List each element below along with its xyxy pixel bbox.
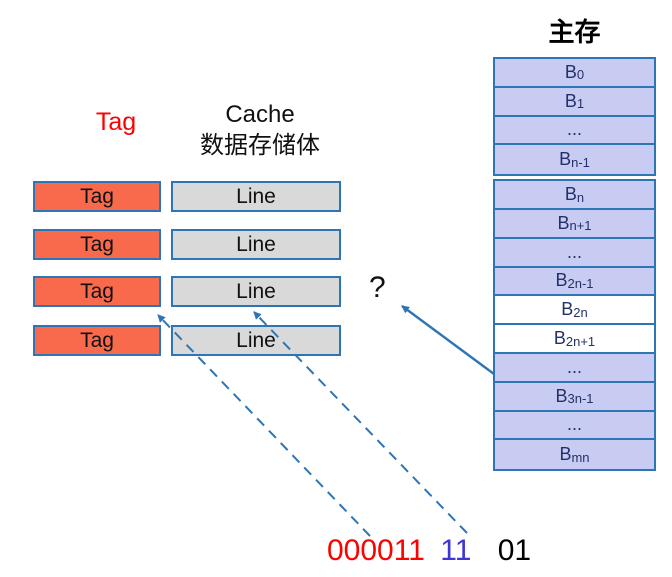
cache-header-line2: 数据存储体 (200, 132, 320, 159)
memory-cell-label: B (553, 328, 566, 349)
tag-box: Tag (33, 325, 161, 356)
cache-column-header: Cache 数据存储体 (175, 99, 345, 161)
memory-cell-label: B (559, 149, 572, 170)
tag-box: Tag (33, 181, 161, 212)
memory-cell: ... (495, 116, 654, 146)
tag-box: Tag (33, 276, 161, 307)
memory-cell-label: ... (566, 119, 582, 140)
memory-cell-label: ... (566, 414, 582, 435)
main-memory-title: 主存 (548, 17, 601, 47)
memory-cell-label: ... (566, 356, 582, 377)
memory-cell-label: B (559, 444, 572, 465)
memory-cell: ... (495, 411, 654, 441)
solid-arrow-memory-to-question (401, 305, 495, 375)
memory-cell-label: B (564, 184, 577, 205)
address-line-bits: 11 (440, 534, 472, 567)
line-box: Line (171, 229, 341, 260)
line-box: Line (171, 276, 341, 307)
memory-address: 000011 11 01 (327, 534, 531, 568)
memory-cell: ... (495, 353, 654, 383)
tag-column-header: Tag (95, 108, 137, 136)
memory-cell-label: B (561, 299, 574, 320)
memory-cell-label: B (564, 90, 577, 111)
line-box: Line (171, 181, 341, 212)
cache-header-line1: Cache (225, 101, 295, 128)
memory-cell-label: B (557, 212, 570, 233)
memory-cell-label: ... (566, 241, 582, 262)
address-tag-bits: 000011 (327, 534, 425, 567)
line-box: Line (171, 325, 341, 356)
memory-cell-label: B (555, 385, 568, 406)
memory-cell: ... (495, 238, 654, 268)
tag-box: Tag (33, 229, 161, 260)
address-word-bits: 01 (497, 534, 532, 567)
memory-cell-label: B (555, 270, 568, 291)
question-mark-label: ? (369, 271, 386, 304)
memory-group-separator (493, 176, 656, 180)
memory-cell-label: B (564, 61, 577, 82)
